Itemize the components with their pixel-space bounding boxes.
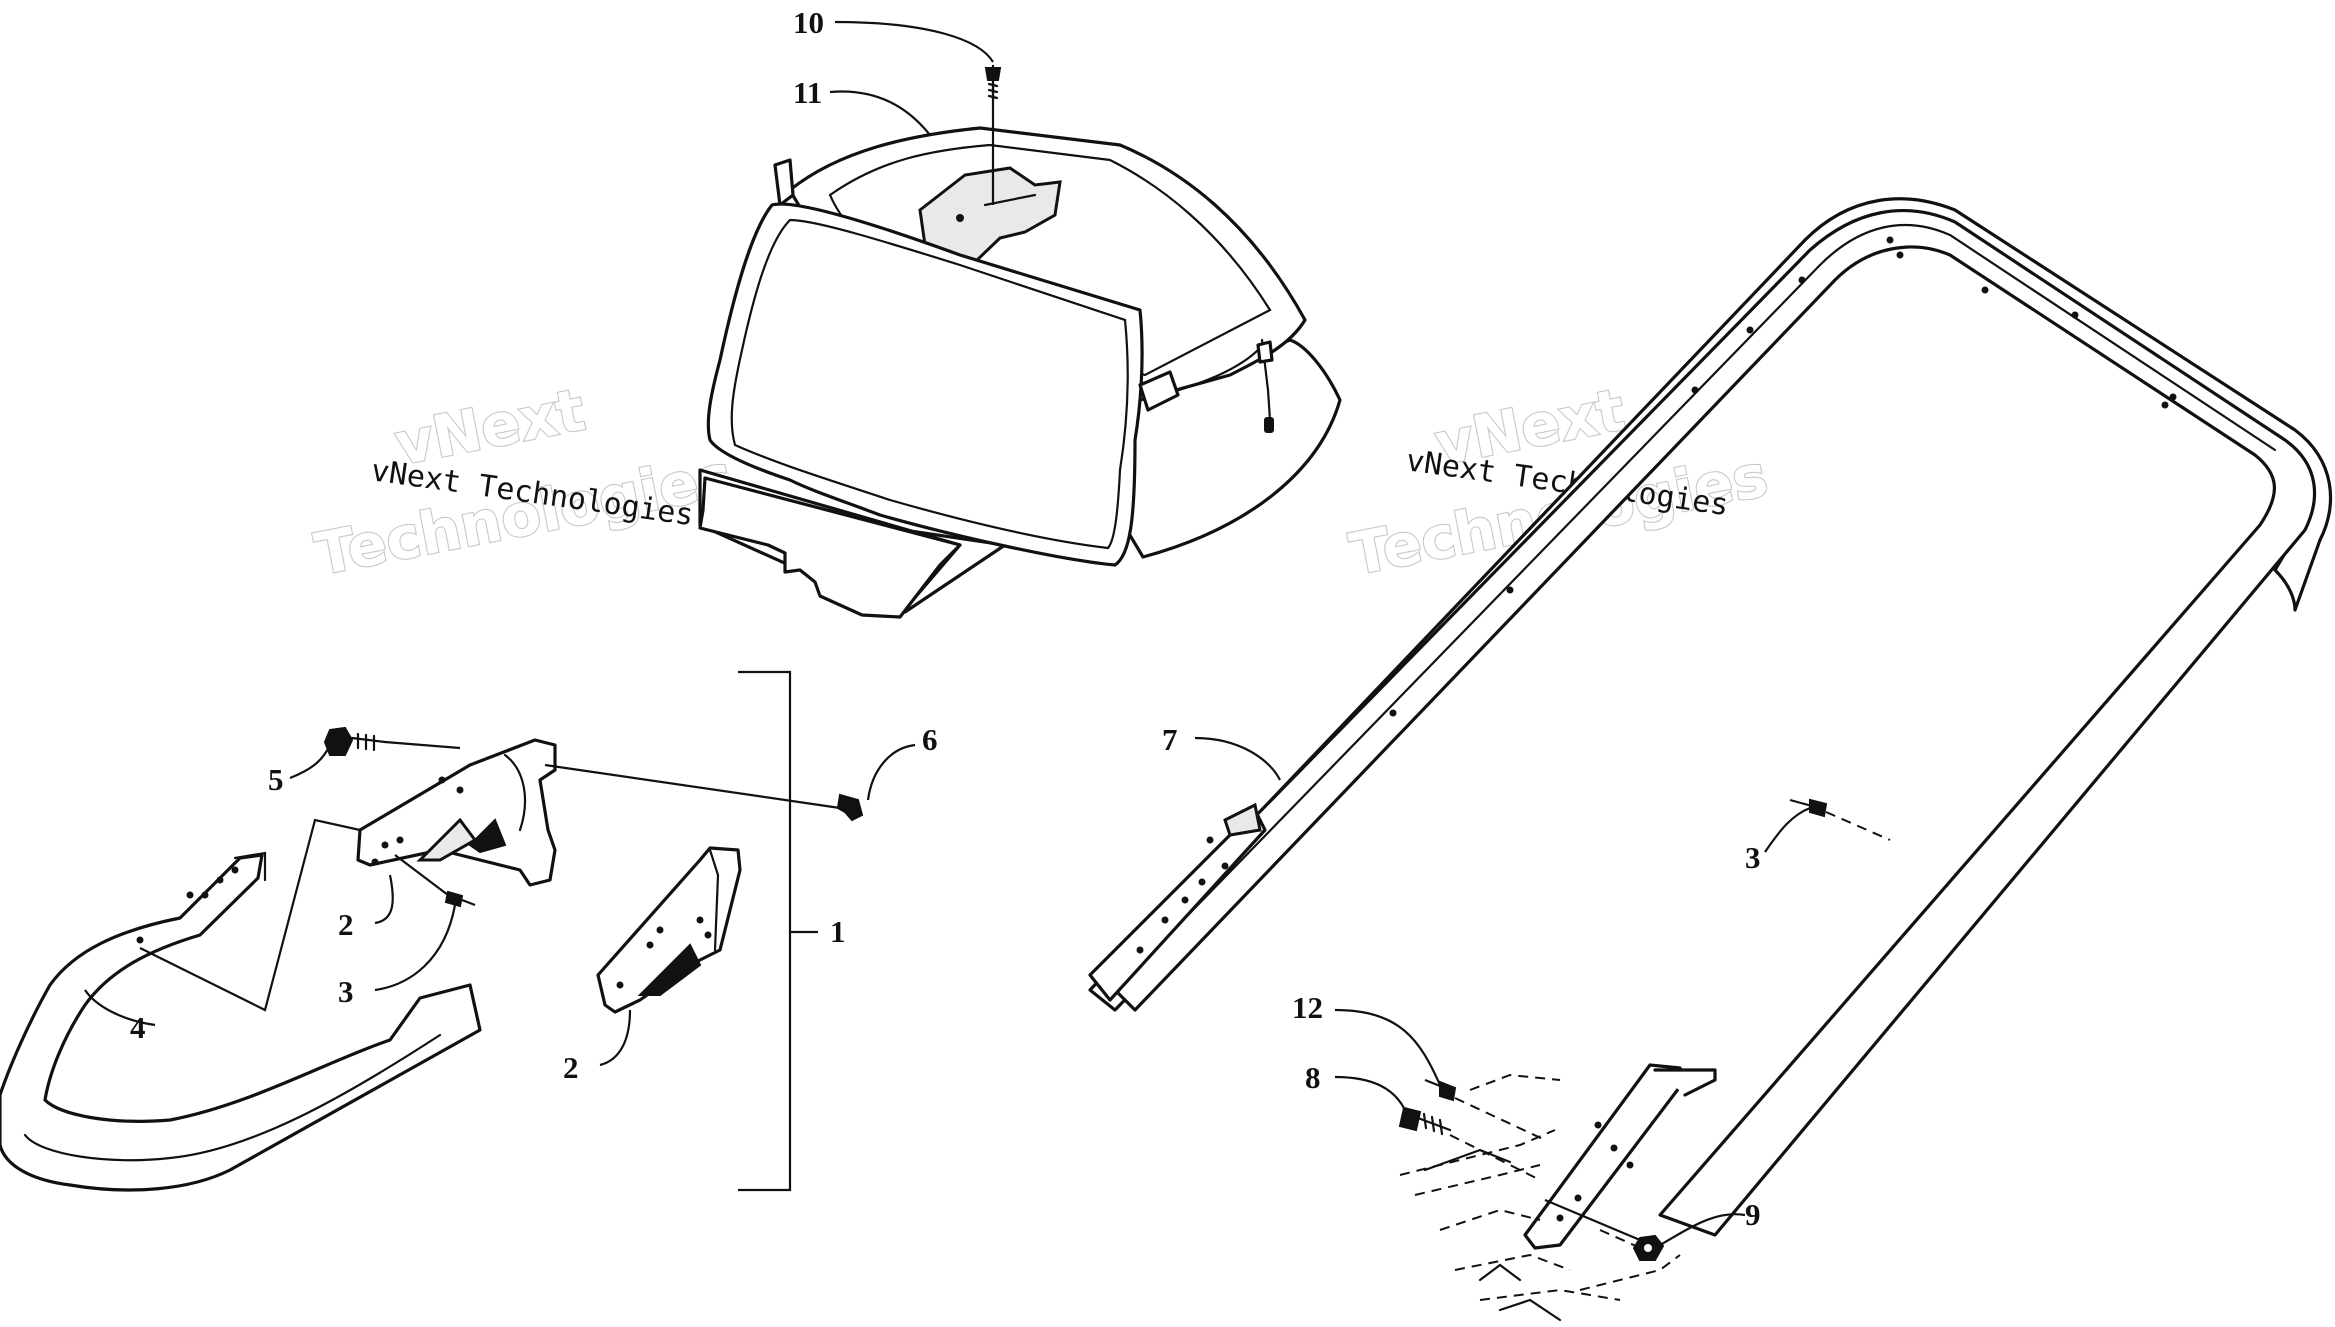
callout-11: 11: [793, 75, 822, 110]
screw-10: [984, 67, 1002, 100]
callout-4: 4: [130, 1010, 146, 1045]
bag-mount-plate: [698, 476, 962, 619]
callout-7: 7: [1162, 722, 1178, 757]
front-bumper: [0, 851, 482, 1192]
bag-side: [1068, 338, 1342, 559]
callout-3-right: 3: [1745, 840, 1761, 875]
leader-lines: [84, 20, 1811, 1246]
rivet-12: [1439, 1080, 1457, 1102]
watermark-left: vNext Technologies vNext Technologies: [309, 374, 739, 589]
nut-9: [1632, 1234, 1665, 1261]
callout-3-left: 3: [338, 974, 354, 1009]
grab-bar-holes: [1136, 236, 2177, 1222]
callout-6: 6: [922, 722, 938, 757]
storage-bag: [698, 65, 1342, 619]
callout-5: 5: [268, 762, 284, 797]
rear-grab-bar: [1088, 197, 2333, 1250]
bracket-2-upper: [356, 738, 557, 887]
vehicle-body-sketch: [1399, 1073, 1681, 1322]
callout-2-lower: 2: [563, 1050, 579, 1085]
clip-6: [544, 763, 864, 822]
rivet-3-right: [1789, 798, 1891, 841]
callout-9: 9: [1745, 1197, 1761, 1232]
rivet-3-left: [394, 854, 476, 908]
bracket-2-lower: [596, 846, 742, 1014]
bumper-assembly-guide: [139, 818, 361, 1012]
callout-10: 10: [793, 5, 824, 40]
bolt-5: [323, 726, 461, 756]
grab-bar-end-plate: [1523, 1063, 1687, 1250]
callout-1: 1: [830, 914, 846, 949]
callout-2-upper: 2: [338, 907, 354, 942]
rear-hardware: [1398, 1073, 1681, 1322]
callout-12: 12: [1292, 990, 1323, 1025]
callout-8: 8: [1305, 1060, 1321, 1095]
callout-labels: 10 11 5 6 7 3 1 2 3 4 2 12 8 9: [130, 5, 1761, 1232]
bolt-8: [1398, 1106, 1452, 1136]
kit-bracket: [738, 670, 792, 1192]
